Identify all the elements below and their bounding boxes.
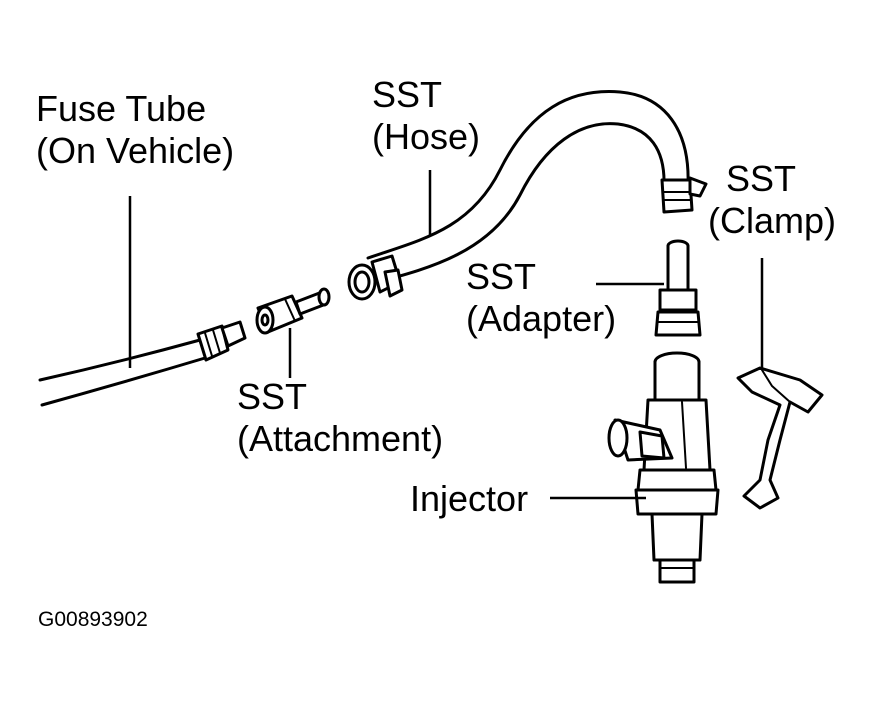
sst-attachment-label-line1: SST [237, 376, 308, 417]
sst-clamp [736, 366, 824, 510]
fuse-tube-label-line2: (On Vehicle) [36, 130, 235, 171]
fuse-tube-label: Fuse Tube (On Vehicle) [36, 88, 234, 172]
fuse-tube [38, 320, 247, 407]
sst-attachment-label: SST (Attachment) [237, 376, 443, 460]
sst-adapter-label-line2: (Adapter) [466, 298, 617, 339]
sst-hose-label: SST (Hose) [372, 74, 480, 158]
sst-clamp-label: SST (Clamp) [708, 158, 836, 242]
figure-id: G00893902 [38, 608, 148, 631]
sst-hose-label-line1: SST [372, 74, 443, 115]
injector-label-text: Injector [410, 478, 529, 519]
sst-clamp-label-line1: SST [726, 158, 797, 199]
injector [607, 351, 720, 584]
sst-adapter [654, 239, 702, 337]
sst-hose [347, 90, 708, 301]
fuse-tube-label-line1: Fuse Tube [36, 88, 207, 129]
sst-adapter-label: SST (Adapter) [466, 256, 616, 340]
sst-attachment-label-line2: (Attachment) [237, 418, 444, 459]
injector-label: Injector [410, 478, 528, 520]
sst-hose-label-line2: (Hose) [372, 116, 481, 157]
sst-clamp-label-line2: (Clamp) [708, 200, 837, 241]
sst-attachment [255, 287, 331, 335]
sst-adapter-label-line1: SST [466, 256, 537, 297]
